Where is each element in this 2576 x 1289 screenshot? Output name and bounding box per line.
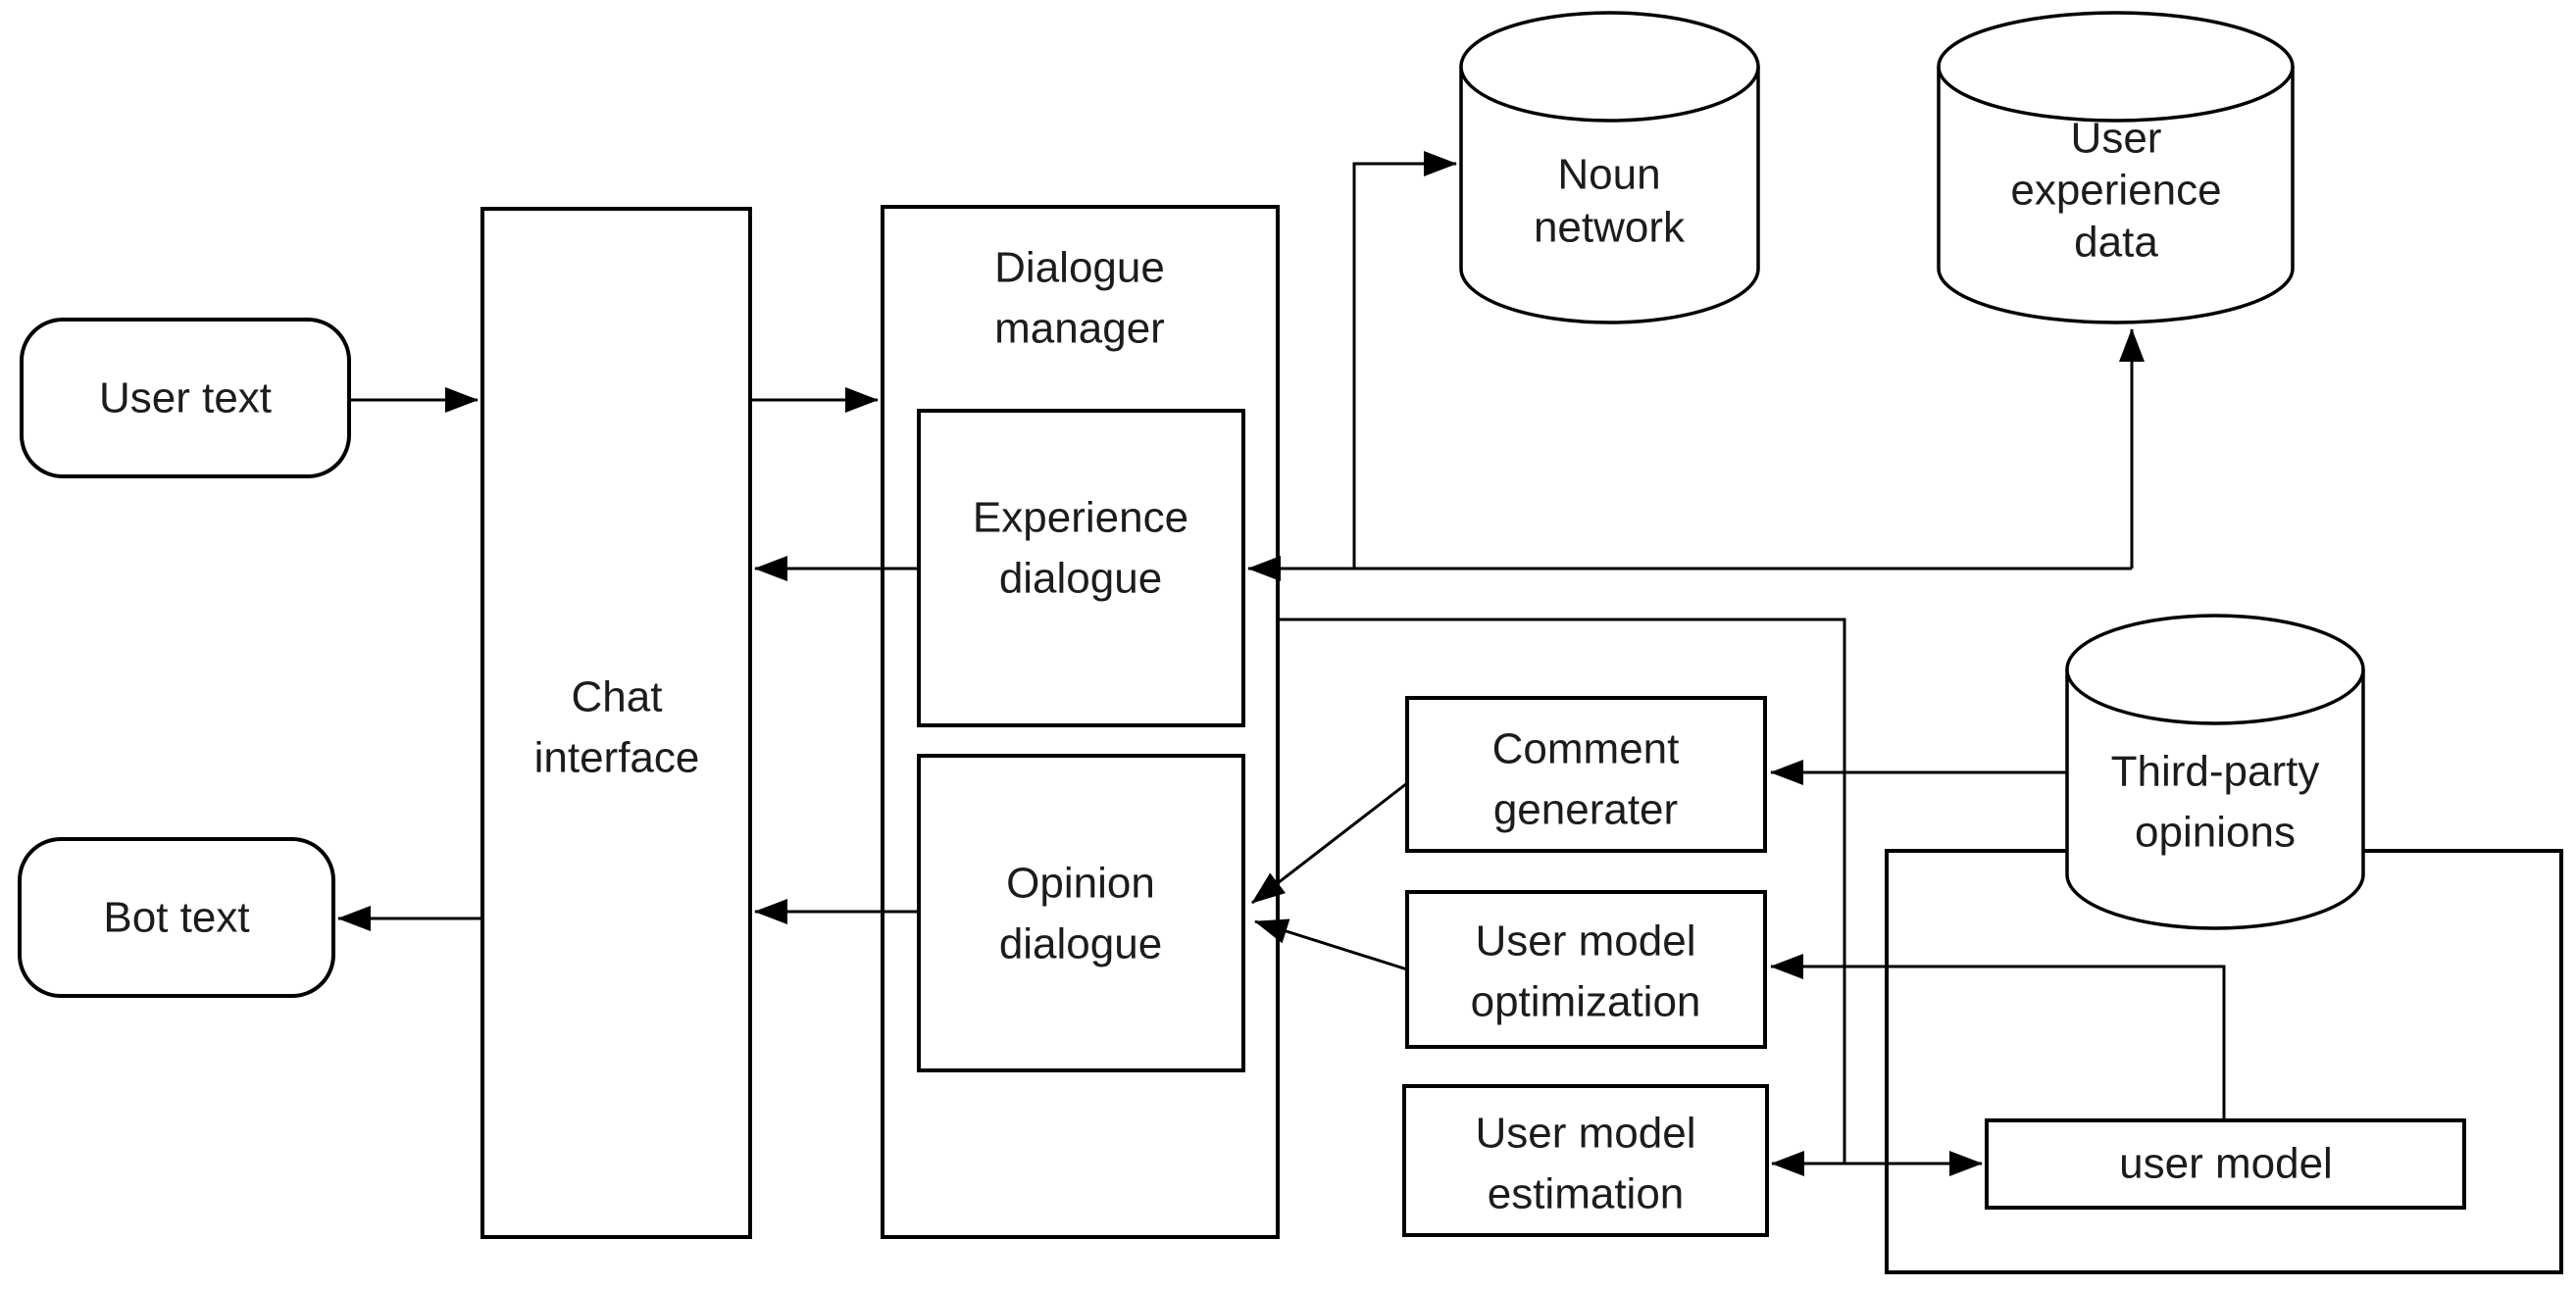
user-experience-data-label-line-3: data [2074, 219, 2158, 267]
user-model-optimization-label-line-1: User model [1476, 917, 1696, 966]
noun-network-label-line-2: network [1534, 204, 1686, 252]
connector-experience-output-line [1278, 618, 1846, 1163]
user-model-label-line-1: user model [2119, 1140, 2333, 1188]
comment-generater-label-line-2: generater [1493, 786, 1678, 834]
user-model-box: user model [1985, 1118, 2466, 1210]
chat-interface-box: Chat interface [480, 207, 752, 1239]
bot-text-box: Bot text [18, 837, 335, 998]
dialogue-manager-label-line-1: Dialogue [994, 244, 1165, 292]
opinion-dialogue-box: Opinion dialogue [917, 754, 1245, 1072]
noun-network-cylinder: Noun network [1459, 11, 1760, 324]
connector-optimization-to-opinion [1254, 918, 1408, 971]
experience-dialogue-box: Experience dialogue [917, 409, 1245, 727]
experience-dialogue-label-line-1: Experience [973, 494, 1188, 542]
opinion-dialogue-label-line-2: dialogue [999, 920, 1162, 968]
third-party-opinions-cylinder: Third-party opinions [2065, 614, 2365, 930]
chat-interface-label-line-2: interface [534, 734, 700, 782]
opinion-dialogue-label-line-1: Opinion [1006, 860, 1155, 908]
user-text-box: User text [20, 318, 351, 478]
third-party-opinions-label-line-1: Third-party [2111, 748, 2320, 796]
comment-generater-label-line-1: Comment [1492, 725, 1680, 773]
dialogue-manager-label-line-2: manager [994, 305, 1165, 353]
comment-generater-box: Comment generater [1405, 696, 1767, 853]
user-text-label-line-1: User text [99, 374, 272, 422]
user-model-optimization-label-line-2: optimization [1471, 978, 1701, 1026]
user-model-estimation-label-line-2: estimation [1488, 1170, 1685, 1218]
bot-text-label-line-1: Bot text [103, 894, 249, 942]
connector-branch-to-noun-network [1352, 151, 1457, 569]
user-model-optimization-box: User model optimization [1405, 890, 1767, 1049]
chat-interface-label-line-1: Chat [572, 673, 663, 721]
user-model-estimation-label-line-1: User model [1476, 1110, 1696, 1158]
connector-usermodel-to-optimization [1770, 954, 2226, 1120]
user-experience-data-label-line-2: experience [2010, 167, 2221, 215]
user-model-estimation-box: User model estimation [1402, 1084, 1769, 1237]
user-experience-data-label-line-1: User [2071, 115, 2162, 163]
connector-comment-generater-to-opinion [1251, 781, 1408, 905]
noun-network-label-line-1: Noun [1557, 151, 1660, 199]
third-party-opinions-label-line-2: opinions [2135, 809, 2296, 857]
experience-dialogue-label-line-2: dialogue [999, 555, 1162, 603]
